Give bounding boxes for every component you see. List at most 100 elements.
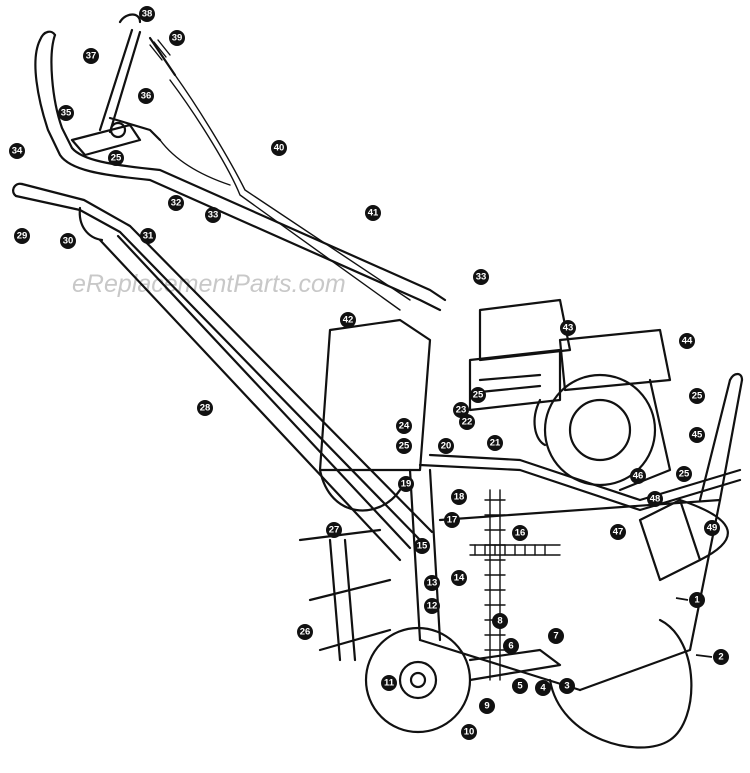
callout-23[interactable]: 23 (453, 402, 469, 418)
callout-29[interactable]: 29 (14, 228, 30, 244)
callout-45[interactable]: 45 (689, 427, 705, 443)
callout-12[interactable]: 12 (424, 598, 440, 614)
svg-text:17: 17 (447, 515, 458, 526)
svg-text:34: 34 (12, 146, 23, 157)
callout-3[interactable]: 3 (559, 678, 575, 694)
svg-text:49: 49 (707, 523, 718, 534)
callout-30[interactable]: 30 (60, 233, 76, 249)
svg-text:25: 25 (679, 469, 690, 480)
wheel (364, 626, 562, 734)
callout-13[interactable]: 13 (424, 575, 440, 591)
svg-text:48: 48 (650, 494, 661, 505)
lower-handle (12, 182, 434, 562)
callout-32[interactable]: 32 (168, 195, 184, 211)
callout-42[interactable]: 42 (340, 312, 356, 328)
svg-text:20: 20 (441, 441, 452, 452)
callout-43[interactable]: 43 (560, 320, 576, 336)
callout-15[interactable]: 15 (414, 538, 430, 554)
watermark: eReplacementParts.com (72, 270, 346, 298)
callout-22[interactable]: 22 (459, 414, 475, 430)
callout-5[interactable]: 5 (512, 678, 528, 694)
callout-7[interactable]: 7 (548, 628, 564, 644)
watermark-text: eReplacementParts.com (72, 270, 346, 298)
callout-37[interactable]: 37 (83, 48, 99, 64)
svg-text:3: 3 (564, 681, 569, 692)
callout-10[interactable]: 10 (461, 724, 477, 740)
svg-text:46: 46 (633, 471, 644, 482)
callout-16[interactable]: 16 (512, 525, 528, 541)
callout-25c[interactable]: 25 (689, 388, 705, 404)
svg-text:31: 31 (143, 231, 154, 242)
callout-2[interactable]: 2 (695, 649, 729, 665)
svg-text:7: 7 (553, 631, 558, 642)
callout-44[interactable]: 44 (679, 333, 695, 349)
callout-38[interactable]: 38 (139, 6, 155, 22)
svg-text:13: 13 (427, 578, 438, 589)
svg-text:47: 47 (613, 527, 624, 538)
callout-21[interactable]: 21 (487, 435, 503, 451)
callout-33[interactable]: 33 (205, 207, 221, 223)
callout-11[interactable]: 11 (381, 675, 397, 691)
callout-27[interactable]: 27 (326, 522, 342, 538)
svg-text:35: 35 (61, 108, 72, 119)
svg-text:18: 18 (454, 492, 465, 503)
svg-text:5: 5 (517, 681, 523, 692)
callout-4[interactable]: 4 (535, 680, 551, 696)
svg-text:33: 33 (476, 272, 487, 283)
svg-text:4: 4 (540, 683, 546, 694)
svg-text:38: 38 (142, 9, 153, 20)
svg-text:22: 22 (462, 417, 473, 428)
svg-text:8: 8 (497, 616, 502, 627)
callout-17[interactable]: 17 (444, 512, 460, 528)
callout-1[interactable]: 1 (675, 592, 705, 608)
svg-text:2: 2 (718, 652, 723, 663)
tine-shield (318, 318, 432, 512)
tines (298, 528, 392, 662)
svg-text:44: 44 (682, 336, 693, 347)
svg-text:1: 1 (694, 595, 700, 606)
callout-25e[interactable]: 25 (470, 387, 486, 403)
tiller-drawing (12, 13, 744, 749)
callout-9[interactable]: 9 (479, 698, 495, 714)
callout-25b[interactable]: 25 (108, 150, 124, 166)
callout-39[interactable]: 39 (169, 30, 185, 46)
callout-20[interactable]: 20 (438, 438, 454, 454)
callout-25d[interactable]: 25 (676, 466, 692, 482)
callout-48[interactable]: 48 (647, 491, 663, 507)
svg-text:19: 19 (401, 479, 412, 490)
callout-34[interactable]: 34 (9, 143, 25, 159)
svg-text:27: 27 (329, 525, 340, 536)
engine (418, 298, 742, 512)
svg-text:16: 16 (515, 528, 526, 539)
svg-text:42: 42 (343, 315, 354, 326)
svg-text:41: 41 (368, 208, 379, 219)
drum (548, 618, 693, 749)
callout-31[interactable]: 31 (140, 228, 156, 244)
callout-24[interactable]: 24 (396, 418, 412, 434)
upper-handle (34, 30, 447, 312)
callout-18[interactable]: 18 (451, 489, 467, 505)
callout-46[interactable]: 46 (630, 468, 646, 484)
callout-41[interactable]: 41 (365, 205, 381, 221)
callout-26[interactable]: 26 (297, 624, 313, 640)
callout-8[interactable]: 8 (492, 613, 508, 629)
callout-14[interactable]: 14 (451, 570, 467, 586)
callout-25[interactable]: 25 (396, 438, 412, 454)
svg-text:25: 25 (692, 391, 703, 402)
springs (469, 489, 561, 681)
callout-6[interactable]: 6 (503, 638, 519, 654)
callout-28[interactable]: 28 (197, 400, 213, 416)
callout-49[interactable]: 49 (704, 520, 720, 536)
svg-text:39: 39 (172, 33, 183, 44)
svg-text:9: 9 (484, 701, 489, 712)
callout-36[interactable]: 36 (138, 88, 154, 104)
svg-text:6: 6 (508, 641, 513, 652)
callout-33b[interactable]: 33 (473, 269, 489, 285)
callout-35[interactable]: 35 (58, 105, 74, 121)
callout-19[interactable]: 19 (398, 476, 414, 492)
svg-text:40: 40 (274, 143, 285, 154)
callout-40[interactable]: 40 (271, 140, 287, 156)
svg-text:24: 24 (399, 421, 410, 432)
svg-text:10: 10 (464, 727, 475, 738)
callout-47[interactable]: 47 (610, 524, 626, 540)
